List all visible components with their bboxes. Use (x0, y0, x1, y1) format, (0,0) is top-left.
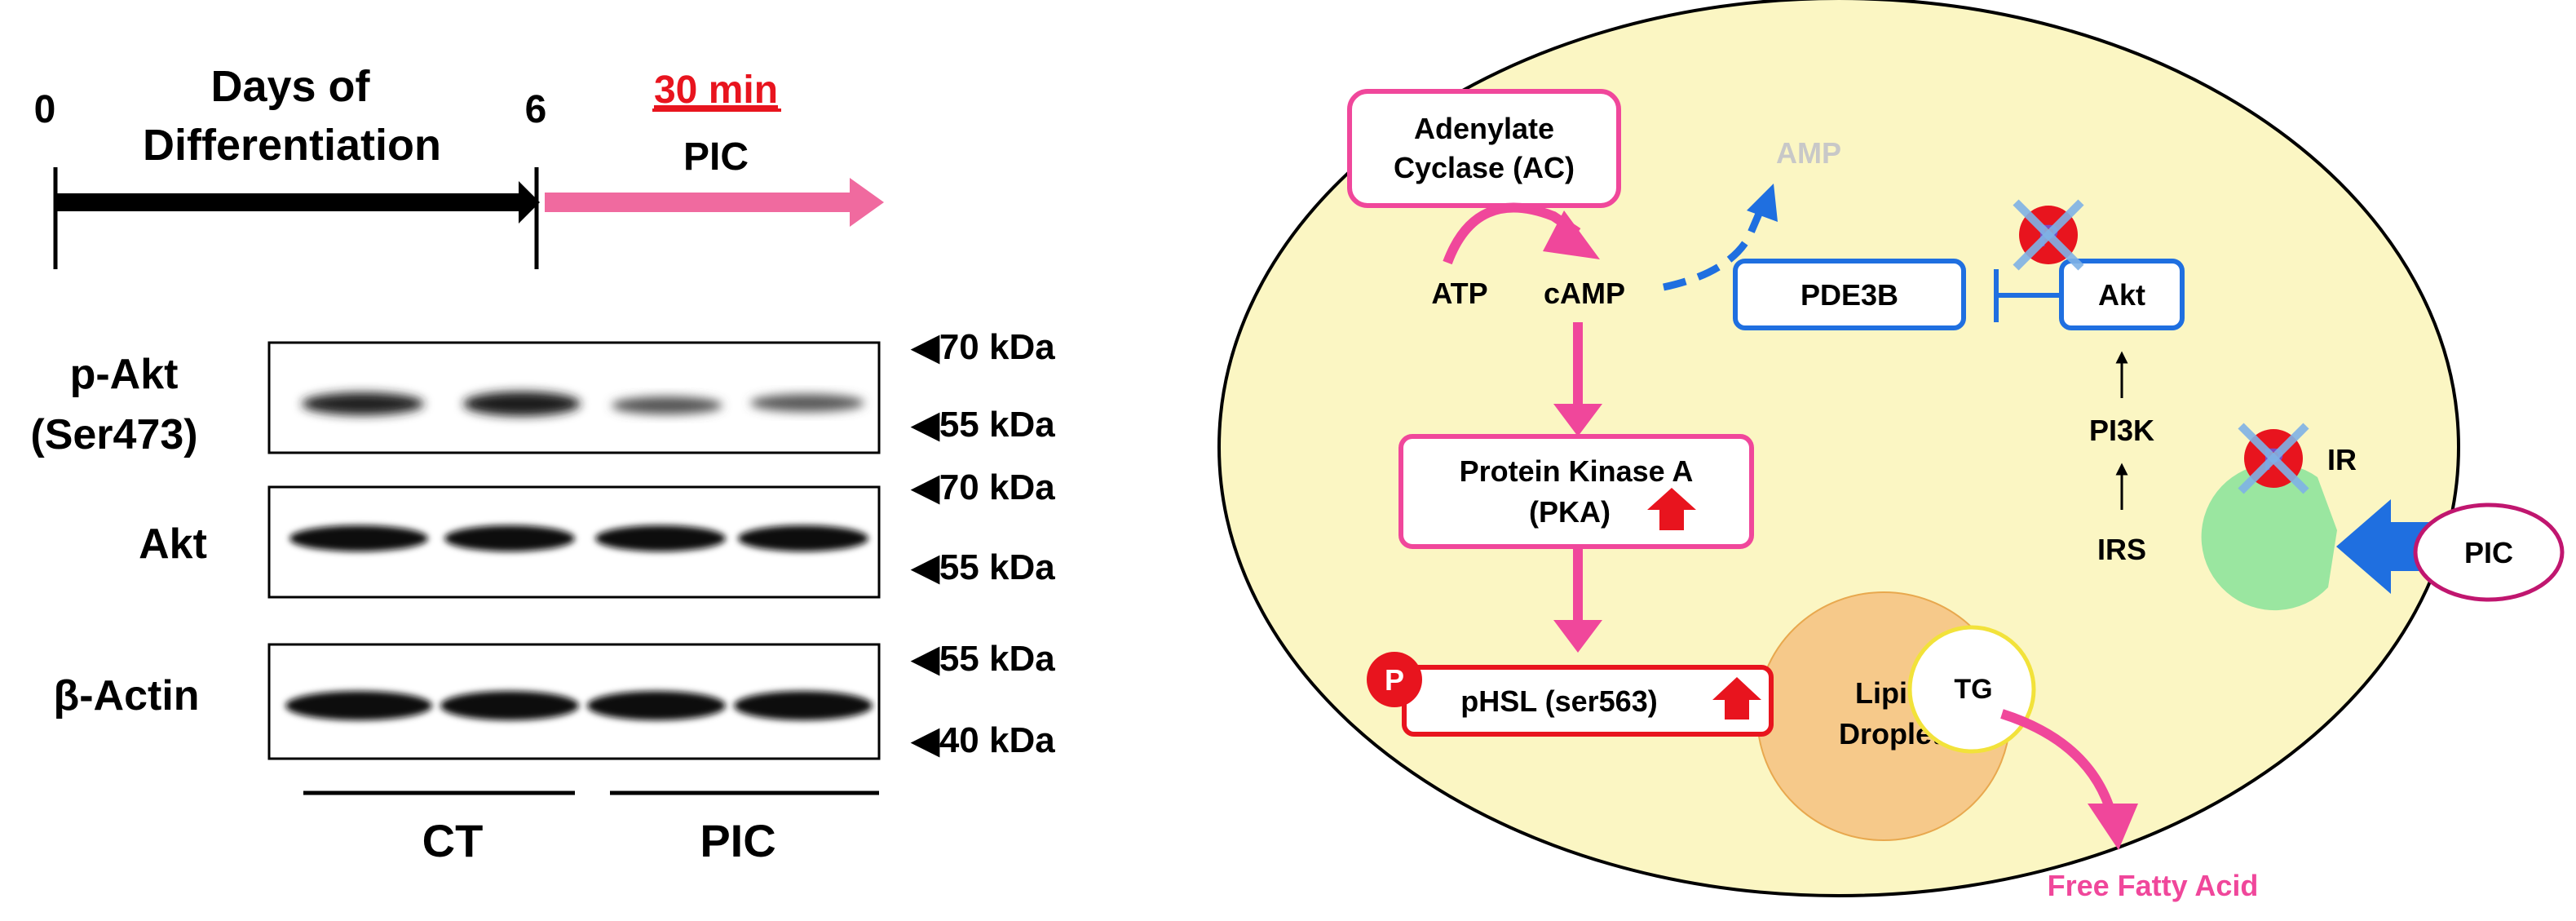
marker-55kda-akt: ◀55 kDa (910, 547, 1055, 587)
band-akt-2 (444, 525, 575, 551)
pi3k-label: PI3K (2089, 414, 2154, 447)
marker-40kda-actin: ◀40 kDa (910, 720, 1055, 760)
treatment-time-label: 30 min (654, 69, 778, 112)
treatment-label: PIC (683, 135, 749, 179)
row-label-actin: β-Actin (53, 672, 199, 720)
tg-to-ffa-arrowhead (2088, 804, 2138, 850)
pic-to-receptor-arrow (2336, 499, 2438, 594)
differentiation-arrowhead (519, 181, 540, 224)
band-actin-2 (440, 691, 579, 720)
triglyceride-circle (1907, 625, 2036, 754)
row-label-pakt: p-Akt (70, 351, 179, 398)
band-akt-4 (738, 525, 868, 551)
tg-to-ffa-arrow (2000, 709, 2117, 817)
phsl-up-arrow-icon (1712, 677, 1761, 720)
band-pakt-3 (612, 396, 722, 414)
adenylate-cyclase-label-line2: Cyclase (AC) (1394, 151, 1575, 184)
period-label-line2: Differentiation (143, 121, 441, 170)
camp-to-amp-arrowhead (1747, 184, 1778, 222)
pka-to-phsl-arrowhead (1553, 620, 1602, 653)
marker-55kda-pakt: ◀55 kDa (910, 405, 1055, 445)
marker-70kda-pakt: ◀70 kDa (910, 327, 1055, 367)
amp-label: AMP (1776, 136, 1841, 170)
phsl-phospho-label: P (1385, 663, 1404, 697)
end-day-label: 6 (525, 88, 547, 131)
row-label-pakt-site: (Ser473) (30, 411, 197, 458)
pic-label: PIC (2464, 536, 2513, 569)
row-label-akt: Akt (139, 520, 207, 568)
akt-phospho-cross-2 (2013, 199, 2084, 271)
band-akt-3 (595, 525, 726, 551)
pathway-diagram: Adenylate Cyclase (AC) ATP cAMP AMP PDE3… (1217, 0, 2565, 902)
pka-label-line1: Protein Kinase A (1460, 454, 1694, 488)
group-label-ct: CT (422, 815, 484, 866)
pde3b-box (1733, 259, 1966, 330)
band-pakt-1 (302, 392, 424, 415)
camp-label: cAMP (1544, 277, 1625, 310)
atp-to-camp-arrowhead (1543, 210, 1600, 259)
camp-to-amp-arrow (1663, 206, 1765, 291)
marker-70kda-akt: ◀70 kDa (910, 467, 1055, 507)
start-day-label: 0 (34, 88, 56, 131)
atp-label: ATP (1431, 277, 1487, 310)
band-akt-1 (289, 525, 428, 551)
band-actin-1 (285, 691, 432, 720)
camp-to-pka-arrowhead (1553, 404, 1602, 436)
phsl-phospho-circle (1367, 652, 1422, 707)
adenylate-cyclase-label-line1: Adenylate (1414, 112, 1554, 145)
free-fatty-acid-label: Free Fatty Acid (2048, 869, 2259, 902)
ir-phospho-cross-2 (2238, 423, 2309, 494)
adenylate-cyclase-box (1347, 89, 1621, 208)
marker-55kda-actin: ◀55 kDa (910, 639, 1055, 679)
insulin-receptor-shape (2201, 463, 2337, 611)
band-actin-3 (587, 691, 726, 720)
irs-label: IRS (2097, 533, 2146, 566)
western-blot: p-Akt (Ser473) Akt β-Actin ◀70 kDa ◀55 k… (30, 327, 1055, 866)
group-label-pic: PIC (700, 815, 775, 866)
differentiation-bar (55, 193, 520, 211)
triglyceride-label: TG (1954, 674, 1992, 705)
phsl-label: pHSL (ser563) (1460, 684, 1657, 718)
pde3b-label: PDE3B (1801, 278, 1898, 312)
band-actin-4 (734, 691, 873, 720)
timeline: 0 6 Days of Differentiation 30 min PIC (34, 62, 884, 269)
pic-compound (2413, 503, 2565, 602)
ir-label: IR (2327, 443, 2357, 476)
pka-label-line2: (PKA) (1529, 495, 1611, 529)
band-pakt-4 (750, 394, 864, 412)
pka-up-arrow-icon (1647, 488, 1696, 530)
pka-box (1398, 434, 1754, 549)
atp-to-camp-arrow (1443, 202, 1581, 265)
akt-label: Akt (2098, 278, 2145, 312)
band-pakt-2 (463, 392, 581, 416)
period-label-line1: Days of (210, 62, 370, 111)
treatment-bar (545, 193, 853, 212)
akt-box (2059, 259, 2185, 330)
treatment-arrowhead (850, 178, 884, 227)
